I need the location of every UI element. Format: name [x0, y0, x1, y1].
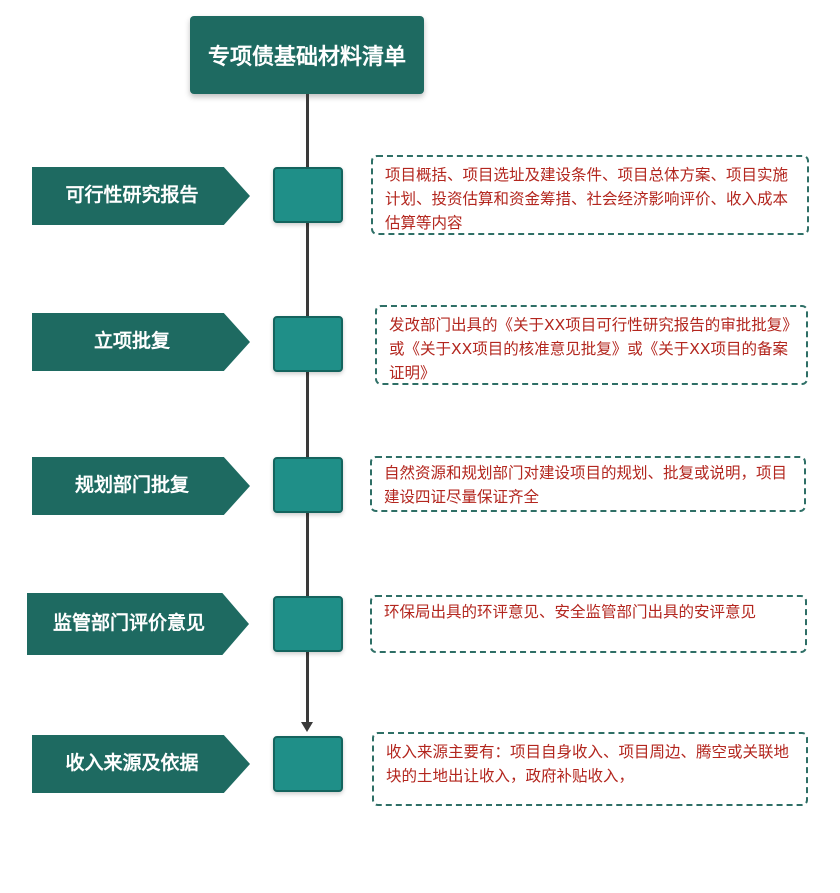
step-description-2: 发改部门出具的《关于XX项目可行性研究报告的审批批复》或《关于XX项目的核准意见…: [375, 305, 808, 385]
step-label-planning-approval: 规划部门批复: [32, 457, 250, 515]
step-node-2: [273, 316, 343, 372]
step-label-feasibility-report: 可行性研究报告: [32, 167, 250, 225]
step-node-1: [273, 167, 343, 223]
step-description-4: 环保局出具的环评意见、安全监管部门出具的安评意见: [370, 595, 807, 653]
flow-arrowhead-icon: [301, 722, 313, 732]
flow-spine-line: [306, 94, 309, 726]
step-label-project-approval: 立项批复: [32, 313, 250, 371]
step-node-4: [273, 596, 343, 652]
diagram-title: 专项债基础材料清单: [190, 16, 424, 94]
step-description-3: 自然资源和规划部门对建设项目的规划、批复或说明，项目建设四证尽量保证齐全: [370, 456, 806, 512]
step-description-1: 项目概括、项目选址及建设条件、项目总体方案、项目实施计划、投资估算和资金筹措、社…: [371, 155, 809, 235]
step-description-5: 收入来源主要有：项目自身收入、项目周边、腾空或关联地块的土地出让收入，政府补贴收…: [372, 732, 808, 806]
step-node-5: [273, 736, 343, 792]
step-label-regulatory-opinion: 监管部门评价意见: [27, 593, 249, 655]
step-node-3: [273, 457, 343, 513]
step-label-income-source: 收入来源及依据: [32, 735, 250, 793]
